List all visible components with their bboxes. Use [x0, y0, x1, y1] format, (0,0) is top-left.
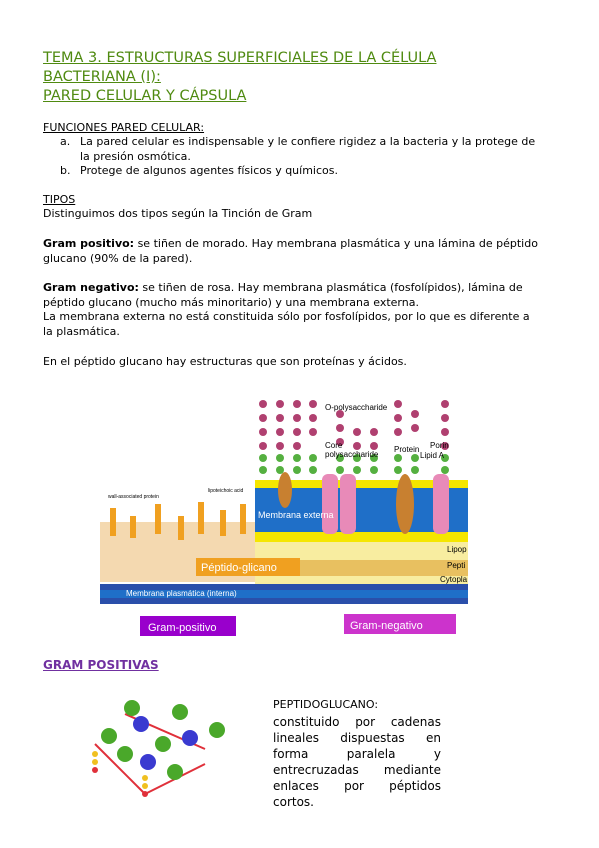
gram-negativo-label: Gram negativo: — [43, 281, 139, 294]
gram-negativo-tag — [344, 614, 456, 634]
list-marker: a. — [60, 135, 71, 148]
peptidoglucano-title: PEPTIDOGLUCANO: — [273, 698, 379, 711]
gram-positivas-heading: GRAM POSITIVAS — [43, 658, 159, 672]
svg-text:Cytopla: Cytopla — [440, 575, 468, 584]
svg-text:Gram-negativo: Gram-negativo — [350, 620, 423, 632]
peptido-note: En el péptido glucano hay estructuras qu… — [43, 355, 407, 368]
tipos-heading: TIPOS — [43, 193, 76, 206]
gram-positivo-label: Gram positivo: — [43, 237, 135, 250]
title-line-1: TEMA 3. ESTRUCTURAS SUPERFICIALES DE LA … — [43, 50, 437, 66]
lps-chains — [259, 400, 449, 474]
page-title: TEMA 3. ESTRUCTURAS SUPERFICIALES DE LA … — [43, 49, 563, 106]
label-membrana-plasmatica: Membrana plasmática (interna) — [126, 589, 237, 598]
peptidoglycan-diagram — [92, 700, 225, 797]
funciones-heading: FUNCIONES PARED CELULAR: — [43, 121, 205, 134]
protein-shape — [396, 474, 414, 534]
list-marker: b. — [60, 164, 71, 177]
list-item-text-cont: la presión osmótica. — [80, 149, 191, 163]
list-item: a. La pared celular es indispensable y l… — [60, 135, 550, 164]
svg-text:Core: Core — [325, 441, 343, 450]
peptido-glicano-tag — [196, 558, 300, 576]
svg-text:polysaccharide: polysaccharide — [325, 450, 379, 459]
gram-positivo-tag — [140, 616, 236, 636]
list-item-text: Protege de algunos agentes físicos y quí… — [80, 164, 338, 177]
title-line-2: BACTERIANA (I): — [43, 69, 161, 85]
svg-text:Lipop: Lipop — [447, 545, 467, 554]
list-item-text: La pared celular es indispensable y le c… — [80, 135, 536, 148]
porin-protein — [322, 474, 338, 534]
funciones-list: a. La pared celular es indispensable y l… — [60, 135, 550, 179]
gram-negativo-paragraph: Gram negativo: se tiñen de rosa. Hay mem… — [43, 281, 530, 338]
svg-text:Lipid A: Lipid A — [420, 451, 445, 460]
svg-text:Protein: Protein — [394, 445, 419, 454]
svg-text:Pepti: Pepti — [447, 561, 465, 570]
label-membrana-externa: Membrana externa — [258, 510, 334, 520]
svg-text:Porin: Porin — [430, 441, 449, 450]
plasma-membrane — [100, 590, 468, 598]
title-line-3: PARED CELULAR Y CÁPSULA — [43, 88, 247, 104]
outer-membrane-top — [255, 480, 468, 488]
gram-positivo-paragraph: Gram positivo: se tiñen de morado. Hay m… — [43, 237, 538, 265]
list-item: b. Protege de algunos agentes físicos y … — [60, 164, 550, 179]
svg-text:lipoteichoic acid: lipoteichoic acid — [208, 488, 244, 494]
cell-wall-diagram: O-polysaccharide Core polysaccharide Pro… — [100, 400, 468, 636]
svg-text:Péptido-glicano: Péptido-glicano — [201, 562, 277, 574]
svg-text:wall-associated protein: wall-associated protein — [108, 494, 159, 500]
tipos-intro: Distinguimos dos tipos según la Tinción … — [43, 207, 313, 220]
svg-text:Gram-positivo: Gram-positivo — [148, 622, 216, 634]
peptidoglucano-description: constituido por cadenas lineales dispues… — [273, 715, 441, 809]
label-o-polysaccharide: O-polysaccharide — [325, 403, 388, 412]
peptidoglycan-layer-negative — [255, 560, 468, 576]
